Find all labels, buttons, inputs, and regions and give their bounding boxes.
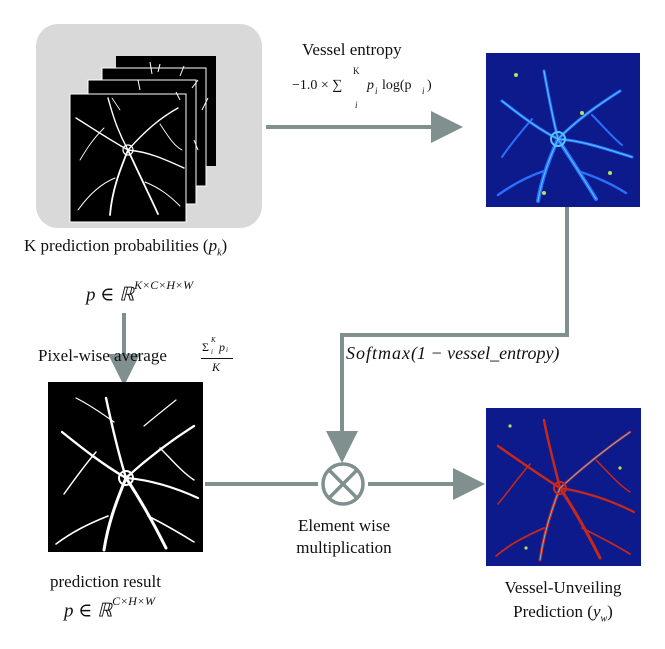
vessel-unveiling-image (486, 408, 641, 566)
vessel-entropy-label: Vessel entropy (302, 40, 402, 59)
pixel-avg-label: Pixel-wise average (38, 346, 167, 365)
entropy-formula-log-sub: i (422, 86, 425, 96)
k-probabilities-text: K prediction probabilities ( (24, 236, 209, 255)
pixel-avg-fraction: Σ K i p i K (198, 334, 238, 380)
entropy-formula-close: ) (427, 78, 432, 93)
entropy-formula-body: p (367, 78, 374, 93)
p-set-2: p ∈ ℝC×H×W (64, 594, 155, 622)
k-probabilities-label: K prediction probabilities (pk) (24, 236, 227, 258)
pixel-avg-num: Σ (202, 340, 209, 354)
pixel-avg-den: K (212, 360, 221, 374)
unveil-label-2-text: Prediction ( (513, 602, 593, 621)
pixel-avg-num-sub: i (211, 348, 213, 356)
element-wise-label-1: Element wise (297, 516, 391, 535)
prediction-result-image (48, 382, 203, 552)
k-probabilities-close: ) (221, 236, 228, 255)
multiply-operator (321, 462, 365, 506)
unveil-sub: w (600, 613, 608, 625)
entropy-map (486, 53, 640, 207)
prediction-result-label: prediction result (50, 572, 161, 591)
softmax-args: (1 − vessel_entropy) (411, 343, 560, 363)
pixel-avg-num-var: p (219, 340, 225, 354)
p-set-2-var: p ∈ ℝ (64, 600, 113, 622)
p-set-1: p ∈ ℝK×C×H×W (86, 278, 193, 306)
entropy-formula-sub: i (375, 86, 378, 96)
p-set-1-sup: K×C×H×W (134, 278, 194, 292)
k-probabilities-sub: k (217, 247, 222, 259)
multiply-symbol: ⊗ (334, 474, 347, 494)
entropy-formula-prefix: −1.0 × ∑ (292, 78, 343, 93)
pixel-avg-num-var-sub: i (226, 346, 228, 354)
softmax-label: Softmax(1 − vessel_entropy) (346, 343, 559, 364)
p-set-1-var: p ∈ ℝ (86, 284, 135, 306)
softmax-text: Softmax (346, 343, 411, 363)
pixel-avg-num-sup: K (211, 336, 216, 344)
element-wise-label-2: multiplication (296, 538, 392, 557)
entropy-formula-lower: i (355, 100, 358, 110)
unveil-label-1: Vessel-Unveiling (504, 578, 622, 597)
entropy-formula: −1.0 × ∑ K i p i log(p i ) (292, 60, 442, 110)
pixel-avg-fraction-bar (201, 358, 233, 359)
entropy-formula-log: log(p (382, 78, 412, 93)
arrow-softmax (326, 205, 569, 463)
unveil-label-2: Prediction (yw) (488, 602, 638, 624)
unveil-var: y (592, 602, 601, 621)
entropy-formula-upper: K (353, 66, 360, 76)
p-set-2-sup: C×H×W (112, 594, 155, 608)
unveil-close: ) (607, 602, 613, 621)
k-probabilities-var: p (208, 236, 218, 255)
